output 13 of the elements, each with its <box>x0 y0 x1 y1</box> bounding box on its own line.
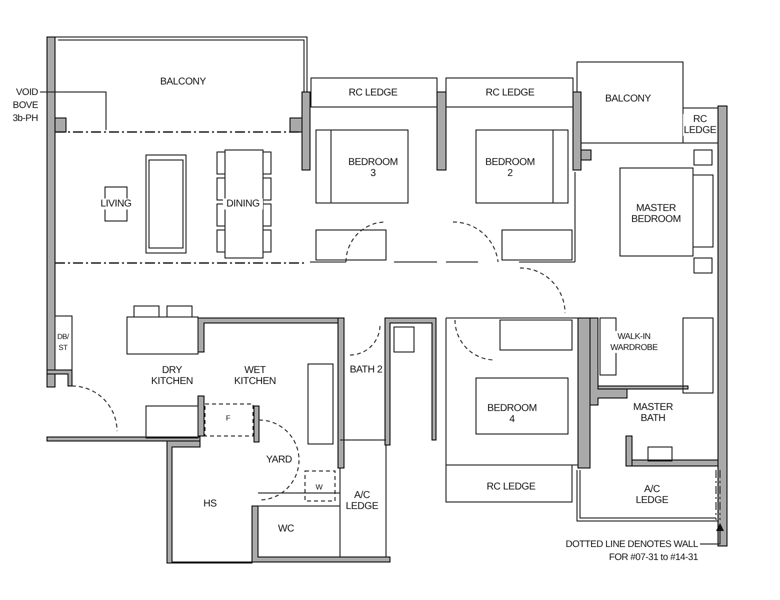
room-label: RC LEDGE <box>683 114 717 136</box>
room-label: BATH 2 <box>349 364 383 376</box>
note-text: DOTTED LINE DENOTES WALL FOR #07-31 to #14-31 <box>548 538 698 564</box>
room-label: YARD <box>264 454 294 466</box>
room-label: BEDROOM 4 <box>487 403 537 425</box>
leader-line <box>40 92 106 130</box>
room-label: BEDROOM 3 <box>348 157 398 179</box>
room-label: DINING <box>223 198 263 210</box>
room-label: WALK-IN WARDROBE <box>607 331 661 353</box>
room-label: WC <box>275 524 297 534</box>
room-label: BEDROOM 2 <box>485 157 535 179</box>
leader-line <box>700 523 724 544</box>
note-text: VOID BOVE 3b-PH <box>0 86 38 125</box>
